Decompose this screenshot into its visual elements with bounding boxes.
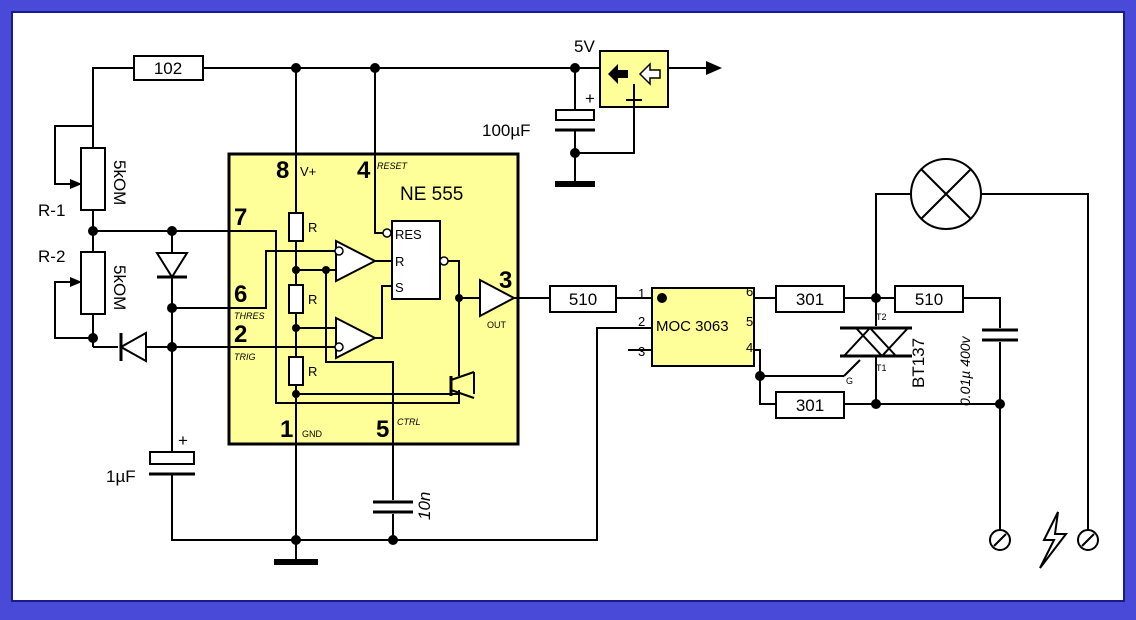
- pot-r1-value: 5kОМ: [110, 160, 129, 205]
- pin3-label: 3: [499, 267, 512, 294]
- lightning-icon: [1039, 511, 1069, 569]
- pot-r2-label: R-2: [38, 247, 65, 266]
- pin6-label: 6: [234, 281, 247, 308]
- resistor-510-snubber: [894, 285, 964, 313]
- pin3-name: OUT: [487, 320, 507, 330]
- output-arrow-icon: [706, 61, 722, 75]
- discharge-transistor: [449, 298, 475, 399]
- r301a-label: 301: [796, 290, 824, 309]
- ff-r-label: R: [395, 254, 404, 269]
- triac-g: G: [846, 376, 853, 386]
- c100-plus: +: [585, 89, 595, 108]
- res-label-1: R: [308, 220, 317, 235]
- output-buffer: [479, 278, 517, 318]
- resistor-102-label: 102: [154, 59, 182, 78]
- pin6-name: THRES: [234, 311, 265, 321]
- triac-bt137: [840, 298, 912, 404]
- capacitor-10n: [373, 414, 413, 540]
- pin4-name: RESET: [377, 161, 409, 171]
- regulator-left-arrow-icon: [608, 64, 628, 84]
- pot-r1-label: R-1: [38, 201, 65, 220]
- ic-name: NE 555: [400, 184, 463, 205]
- moc-pin6: 6: [746, 284, 753, 299]
- res-label-2: R: [308, 292, 317, 307]
- resistor-102: [133, 55, 204, 81]
- comparator-lower: [335, 316, 378, 360]
- pot-r2: [54, 251, 106, 347]
- pot-r2-value: 5kОМ: [110, 265, 129, 310]
- ff-res-label: RES: [395, 227, 422, 242]
- moc-pin2: 2: [638, 314, 645, 329]
- moc-label: MOC 3063: [656, 318, 729, 335]
- moc-pin1: 1: [638, 286, 645, 301]
- pin8-name: V+: [300, 164, 316, 179]
- pin1-label: 1: [280, 416, 293, 443]
- triac-t2: T2: [876, 312, 887, 322]
- pot-r1: [54, 125, 106, 252]
- pin5-label: 5: [376, 416, 389, 443]
- r510a-label: 510: [569, 290, 597, 309]
- res-label-3: R: [308, 364, 317, 379]
- pin5-name: CTRL: [397, 417, 421, 427]
- lamp: [875, 158, 1089, 530]
- c1-label: 1µF: [106, 467, 136, 486]
- pin4-label: 4: [357, 157, 371, 184]
- moc-pin3: 3: [638, 344, 645, 359]
- pin2-name: TRIG: [234, 352, 256, 362]
- triac-label: BT137: [909, 338, 928, 388]
- triac-t1: T1: [876, 363, 887, 373]
- c10n-label: 10n: [415, 492, 434, 520]
- regulator-right-arrow-icon: [638, 62, 661, 86]
- moc-pin4: 4: [746, 340, 753, 355]
- supply-label: 5V: [574, 37, 595, 56]
- pin2-label: 2: [234, 321, 247, 348]
- pin8-label: 8: [276, 157, 289, 184]
- ff-s-label: S: [395, 280, 404, 295]
- snubber-cap-label: 0.01µ 400v: [957, 335, 973, 406]
- pin7-label: 7: [234, 204, 247, 231]
- capacitor-100uf: [555, 68, 635, 187]
- flip-flop: [391, 220, 441, 300]
- resistor-301-top: [775, 285, 845, 313]
- c100-label: 100µF: [482, 121, 531, 140]
- pin1-name: GND: [302, 429, 323, 439]
- moc-pin5: 5: [746, 314, 753, 329]
- internal-resistor-divider: [288, 212, 459, 414]
- comparator-upper: [335, 239, 378, 283]
- r510b-label: 510: [915, 290, 943, 309]
- resistor-510-input: [549, 285, 617, 313]
- mains-terminals: [989, 529, 1099, 551]
- moc3063-optocoupler: [651, 287, 755, 367]
- c1-plus: +: [178, 431, 188, 450]
- diode-network: [93, 226, 460, 452]
- r301b-label: 301: [796, 396, 824, 415]
